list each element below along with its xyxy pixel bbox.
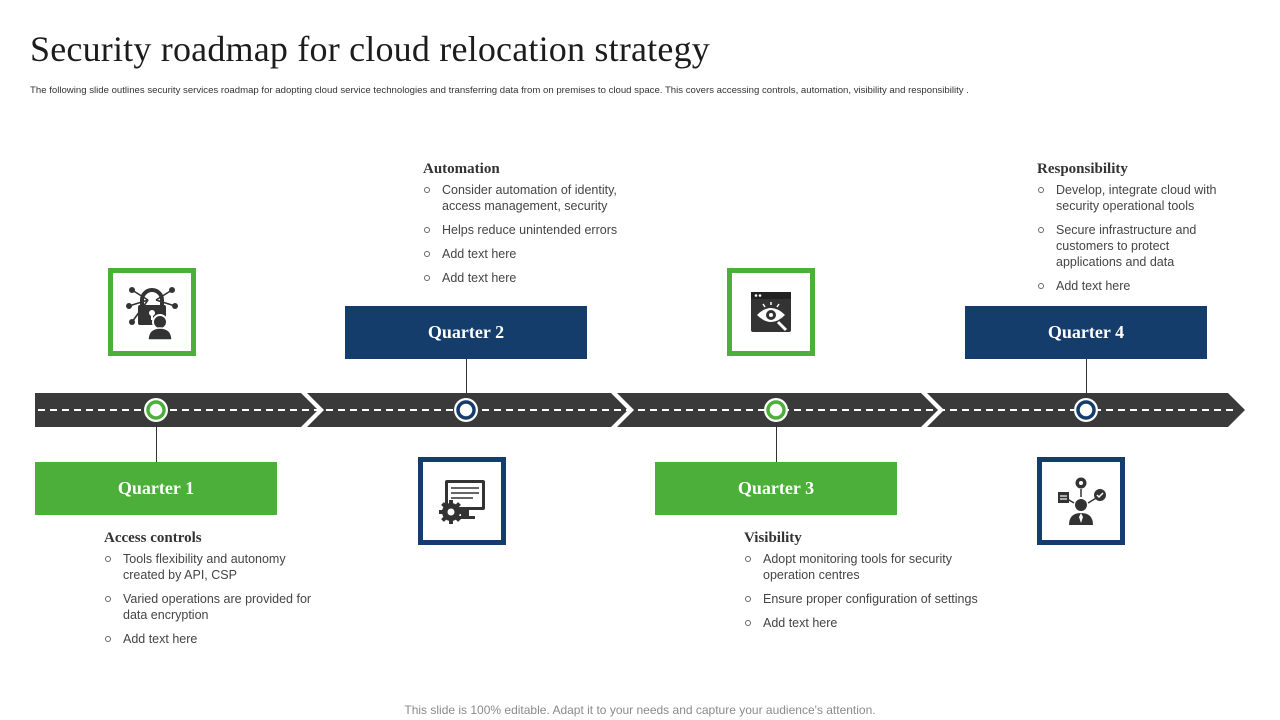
page-title: Security roadmap for cloud relocation st… [30,29,710,69]
quarter-3-heading: Visibility [744,530,802,546]
quarter-4-bullet: Develop, integrate cloud with security o… [1037,182,1237,214]
quarter-4-details: Responsibility Develop, integrate cloud … [1037,161,1237,302]
connector-q1 [156,422,157,462]
milestone-marker-4 [1074,398,1098,422]
quarter-3-icon-box [727,268,815,356]
quarter-3-details: Visibility Adopt monitoring tools for se… [744,530,1004,639]
quarter-2-bullet: Helps reduce unintended errors [423,222,638,238]
quarter-2-heading: Automation [423,161,500,177]
connector-q4 [1086,358,1087,398]
lock-user-network-icon [126,287,178,340]
quarter-3-bullet: Ensure proper configuration of settings [744,591,1004,607]
person-network-icon [1058,477,1106,525]
quarter-1-bullet: Tools flexibility and autonomy created b… [104,551,314,583]
milestone-marker-3 [764,398,788,422]
page-subtitle: The following slide outlines security se… [30,85,969,96]
footer-note: This slide is 100% editable. Adapt it to… [404,703,876,717]
milestone-marker-1 [144,398,168,422]
quarter-2-bullet: Consider automation of identity, access … [423,182,638,214]
quarter-1-bullet: Add text here [104,631,314,647]
quarter-1-icon-box [108,268,196,356]
milestone-marker-2 [454,398,478,422]
quarter-1-heading: Access controls [104,530,202,546]
quarter-4-bullet: Secure infrastructure and customers to p… [1037,222,1237,270]
quarter-2-box: Quarter 2 [345,306,587,359]
quarter-4-icon-box [1037,457,1125,545]
quarter-3-bullet: Adopt monitoring tools for security oper… [744,551,973,583]
connector-q2 [466,358,467,398]
quarter-2-icon-box [418,457,506,545]
quarter-3-bullet: Add text here [744,615,1004,631]
monitor-gear-icon [439,480,485,524]
quarter-2-bullet: Add text here [423,246,638,262]
quarter-1-details: Access controls Tools flexibility and au… [104,530,314,655]
quarter-2-details: Automation Consider automation of identi… [423,161,638,294]
quarter-1-bullet: Varied operations are provided for data … [104,591,314,623]
connector-q3 [776,422,777,462]
quarter-2-bullet: Add text here [423,270,638,286]
eye-browser-icon [751,292,791,332]
quarter-3-box: Quarter 3 [655,462,897,515]
quarter-1-box: Quarter 1 [35,462,277,515]
quarter-4-bullet: Add text here [1037,278,1237,294]
quarter-4-heading: Responsibility [1037,161,1128,177]
quarter-4-box: Quarter 4 [965,306,1207,359]
